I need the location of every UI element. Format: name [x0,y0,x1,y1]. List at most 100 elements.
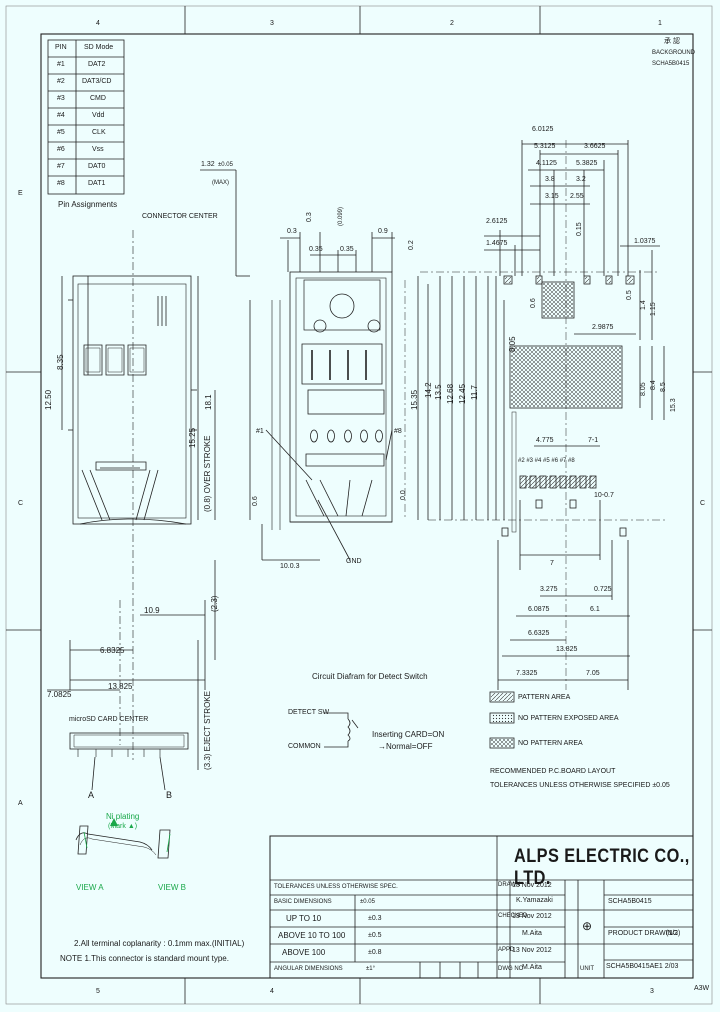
zone-mark: C [700,500,706,507]
dim: 8.5 [660,382,667,392]
row-label: CHECKED [498,913,528,919]
dim: 10.9 [144,606,160,615]
ni-area-label: (Mark ▲) [108,823,138,830]
dim: 8.35 [56,354,65,370]
pin-function: DAT3/CD [82,78,112,85]
pin-number: #2 [57,78,65,85]
dim: (0.099) [338,206,344,226]
dim: 12.50 [44,389,53,410]
pin-number: #6 [57,146,65,153]
pin-number: #5 [57,129,65,136]
dim: 3.6625 [584,143,606,150]
over-stroke-label: (0.8) OVER STROKE [203,435,212,512]
revision-line3: SCHA5B0415 [652,61,690,67]
dim: (MAX) [212,180,229,186]
view-a-mark: A [88,790,95,800]
dim: 0.6 [530,298,537,308]
zone-mark: C [18,500,24,507]
tol-range: ABOVE 10 TO 100 [278,931,346,940]
dim: 8.05 [508,336,517,352]
dim: 0.3 [306,212,313,222]
row-label: APPD [498,947,515,953]
checked-name: M.Aita [522,930,542,937]
dim: 0.6 [252,496,259,506]
dim: 2.6125 [486,218,508,225]
dim: 3.275 [540,586,558,593]
projection-symbol: ⊕ [582,919,593,933]
dim: 15.25 [188,427,197,448]
dim: 12.68 [446,383,455,404]
zone-mark: 1 [658,20,662,27]
dim: 12.45 [458,383,467,404]
part-code: SCHA5B0415 [608,898,652,905]
pin8-label: #8 [394,428,402,435]
dim: 4.775 [536,437,554,444]
pin-number: #7 [57,163,65,170]
dim: 13.825 [108,682,133,691]
dim: 7.3325 [516,670,538,677]
dim: 0.5 [626,290,633,300]
dim: 0.9 [378,228,388,235]
recommended-layout-label: RECOMMENDED P.C.BOARD LAYOUT [490,768,616,775]
dim: 0.15 [576,222,583,236]
checked-date: 13 Nov 2012 [512,913,552,920]
dim: 0.3 [287,228,297,235]
tolerance-note: TOLERANCES UNLESS OTHERWISE SPECIFIED ±0… [490,782,670,789]
dim: 2.9875 [592,324,614,331]
dim: 0.0 [400,490,407,500]
angular-label: ANGULAR DIMENSIONS [274,966,343,972]
sheet-number: (1/2) [666,930,681,937]
dim: 3.8 [545,176,555,183]
stroke-23-label: (2.3) [210,595,219,612]
dim: 0.725 [594,586,612,593]
dim: 15.3 [670,398,677,412]
pin-table-header-mode: SD Mode [84,44,114,51]
dim: 6.1 [590,606,600,613]
pin-number: #8 [57,180,65,187]
dim: 2.55 [570,193,584,200]
dim: 6.6325 [528,630,550,637]
dim: 8.05 [640,382,647,396]
zone-mark: A [18,800,23,807]
drawn-name: K.Yamazaki [516,897,553,904]
company-logo: ALPS ELECTRIC CO., LTD. [514,846,690,889]
tol-value: ±0.5 [368,932,382,939]
approved-name: M.Aita [522,964,542,971]
pin-table-caption: Pin Assignments [58,200,118,209]
angular-tol: ±1° [366,966,376,972]
document-number: SCHA5B0415AE1 2/03 [606,963,679,970]
dim: 0.2 [408,240,415,250]
dim: 1.15 [650,302,657,316]
pin-function: CLK [92,129,106,136]
pin-function: Vdd [92,112,105,119]
legend-no-pattern: NO PATTERN AREA [518,740,583,747]
pitch-label: 10-0.7 [594,492,614,499]
dim: 1.0375 [634,238,656,245]
common-label: COMMON [288,743,321,750]
unit-label: UNIT [580,966,594,972]
dim: 1.4675 [486,240,508,247]
legend-pattern-area: PATTERN AREA [518,694,571,701]
eject-stroke-label: (3.3) EJECT STROKE [203,691,212,770]
ni-plating-label: Ni plating [106,812,140,821]
detect-sw-label: DETECT SW [288,709,330,716]
tol-value: ±0.3 [368,915,382,922]
dim: 7 [550,560,554,567]
drawn-date: 13 Nov 2012 [512,882,552,889]
dim: 14.2 [424,382,433,398]
tol-range: ABOVE 100 [282,948,326,957]
pin-function: DAT0 [88,163,106,170]
sheet-size-mark: A3W [694,985,710,992]
zone-mark: 4 [270,988,274,995]
pad-numbers: #2 #3 #4 #5 #6 #7 #8 [518,458,575,464]
dim: 5.3125 [534,143,556,150]
pin-function: CMD [90,95,106,102]
dim: 7.05 [586,670,600,677]
dim: 13.5 [434,384,443,400]
pitch-label: 7-1 [588,437,599,444]
dim: 10.0.3 [280,563,300,570]
basic-dimensions-label: BASIC DIMENSIONS [274,899,332,905]
revision-line1: 承 認 [664,38,680,45]
pin-number: #1 [57,61,65,68]
